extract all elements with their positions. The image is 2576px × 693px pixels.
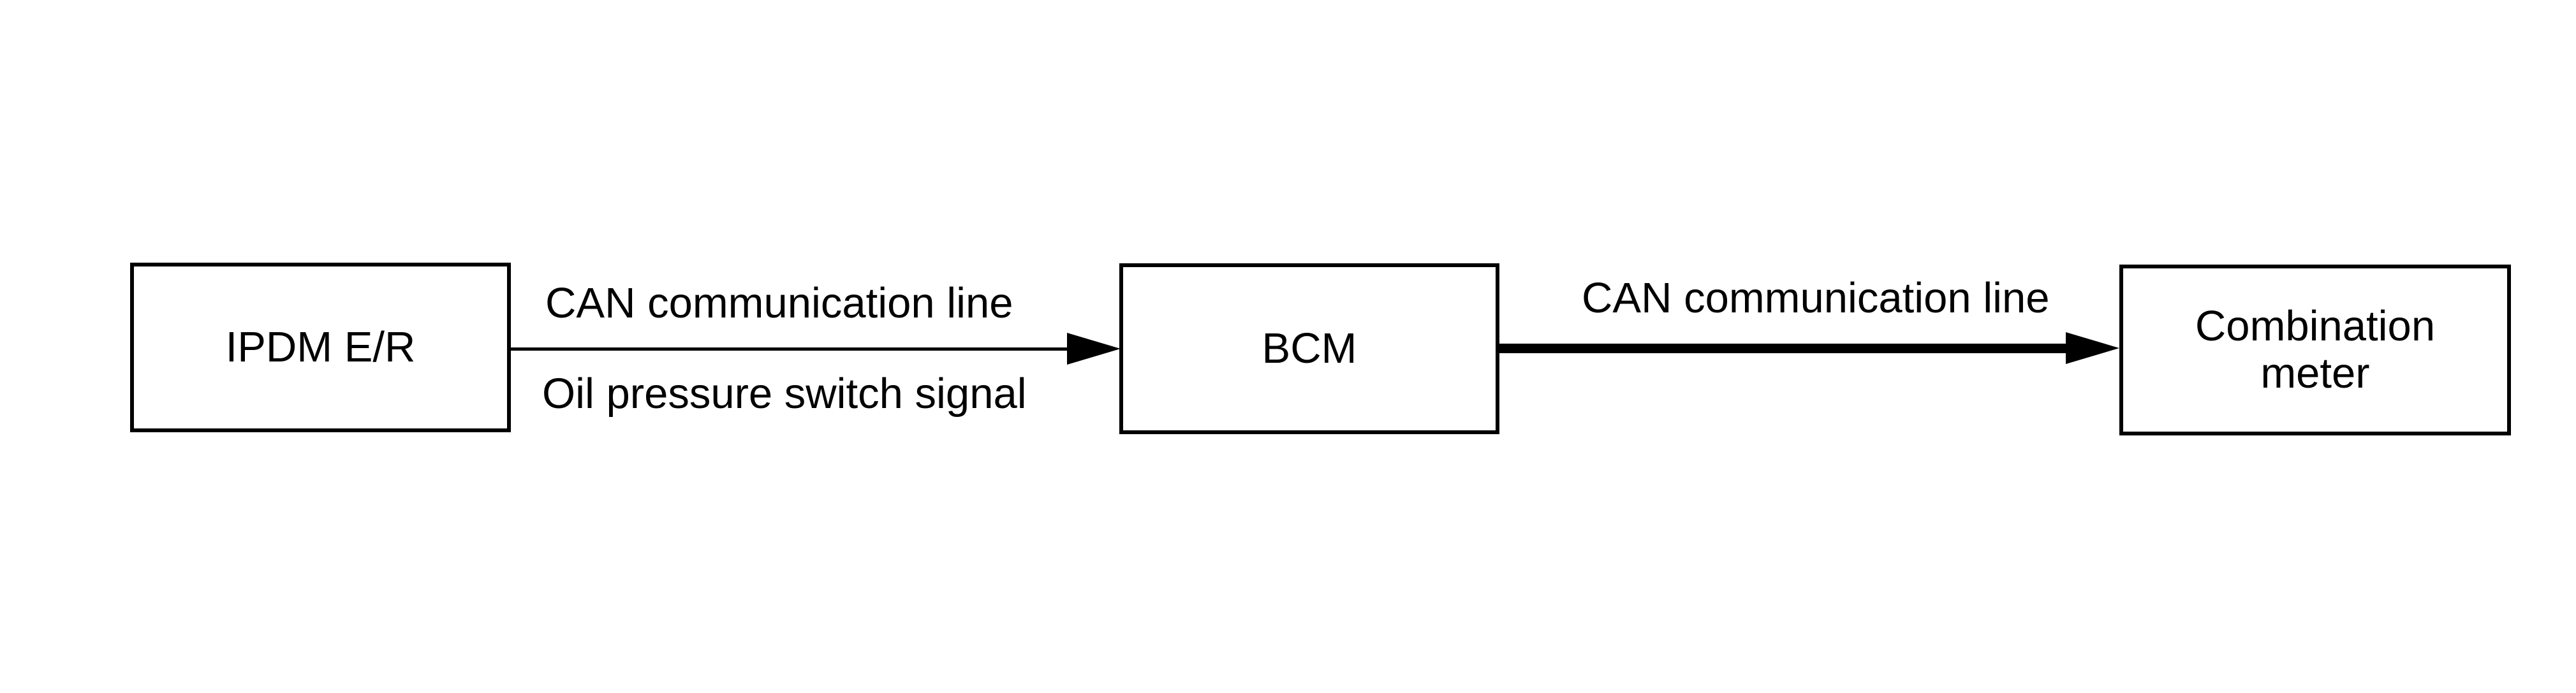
- edge-ipdm-to-bcm-label-below: Oil pressure switch signal: [542, 370, 1027, 418]
- edge-bcm-to-meter-line: [1499, 344, 2066, 353]
- node-combination-meter: Combination meter: [2119, 265, 2511, 435]
- edge-ipdm-to-bcm-label-above: CAN communication line: [545, 279, 1013, 327]
- node-ipdm-er-label: IPDM E/R: [225, 323, 416, 372]
- node-combination-meter-label: Combination meter: [2195, 302, 2436, 397]
- node-bcm: BCM: [1119, 263, 1499, 434]
- edge-ipdm-to-bcm-line: [510, 347, 1068, 351]
- node-bcm-label: BCM: [1262, 325, 1357, 373]
- edge-bcm-to-meter-arrowhead: [2066, 332, 2119, 364]
- edge-bcm-to-meter-label-above: CAN communication line: [1582, 274, 2050, 322]
- edge-ipdm-to-bcm-arrowhead: [1067, 333, 1121, 365]
- node-ipdm-er: IPDM E/R: [130, 263, 511, 432]
